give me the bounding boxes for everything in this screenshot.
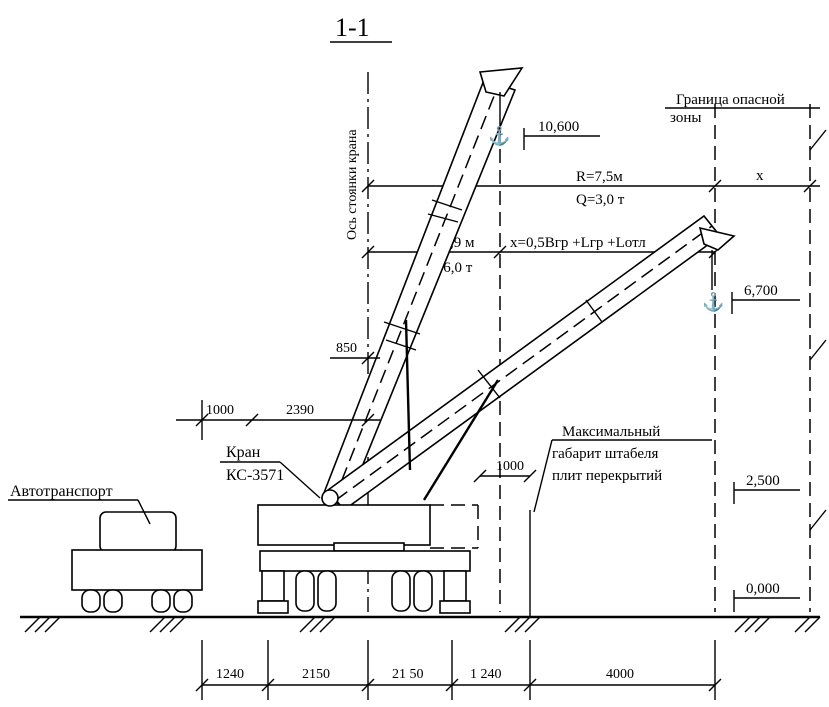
vehicle-truck <box>71 511 203 613</box>
bottom-dim-2: 2150 <box>302 667 330 682</box>
svg-text:2,500: 2,500 <box>746 473 780 489</box>
long-boom-radius: R=7,5м <box>576 169 623 185</box>
section-title: 1-1 <box>335 13 370 42</box>
elevation-mark-0000: 0,000 <box>733 581 800 612</box>
crane-boom-raised: ⚓ <box>320 67 524 507</box>
bottom-dimension-ticks <box>195 640 722 700</box>
x-dimension-symbol: x <box>756 168 764 184</box>
elevation-mark-2500: 2,500 <box>733 473 800 504</box>
dim-1000-right: 1000 <box>496 459 524 474</box>
crane-boom-lowered: ⚓ <box>326 214 736 512</box>
danger-zone-formula: x=0,5Bгр +Lгр +Lотл <box>510 235 646 251</box>
danger-zone-label-line2: зоны <box>670 110 701 126</box>
stack-label-line2: габарит штабеля <box>552 446 658 462</box>
bottom-dim-1: 1240 <box>216 667 244 682</box>
long-boom-capacity: Q=3,0 т <box>576 192 625 208</box>
dim-850: 850 <box>336 341 357 356</box>
crane-label-line1: Кран <box>226 444 261 461</box>
stack-label-line3: плит перекрытий <box>552 468 662 484</box>
bottom-dim-3: 21 50 <box>392 667 424 682</box>
elevation-mark-10600: 10,600 <box>523 119 600 150</box>
danger-zone-label-line1: Граница опасной <box>676 92 785 108</box>
vehicle-label: Автотранспорт <box>10 483 113 500</box>
crane-body <box>257 489 479 614</box>
dim-2390: 2390 <box>286 403 314 418</box>
bottom-dim-5: 4000 <box>606 667 634 682</box>
lowered-boom-cylinder <box>422 379 500 501</box>
elevation-mark-6700: 6,700 <box>731 283 800 314</box>
svg-text:0,000: 0,000 <box>746 581 780 597</box>
dim-1000-left: 1000 <box>206 403 234 418</box>
hook-upper-icon: ⚓ <box>488 125 510 146</box>
svg-text:6,700: 6,700 <box>744 283 778 299</box>
svg-text:10,600: 10,600 <box>538 119 579 135</box>
raised-boom-cylinder <box>404 319 412 471</box>
crane-label-line2: КС-3571 <box>226 467 284 484</box>
zone-tick <box>809 129 827 151</box>
stack-label-line1: Максимальный <box>562 424 660 440</box>
bottom-dim-4: 1 240 <box>470 667 502 682</box>
ground-hatching <box>24 616 821 633</box>
hook-lower-icon: ⚓ <box>702 291 724 312</box>
crane-axis-label: Ось стоянки крана <box>345 129 360 240</box>
